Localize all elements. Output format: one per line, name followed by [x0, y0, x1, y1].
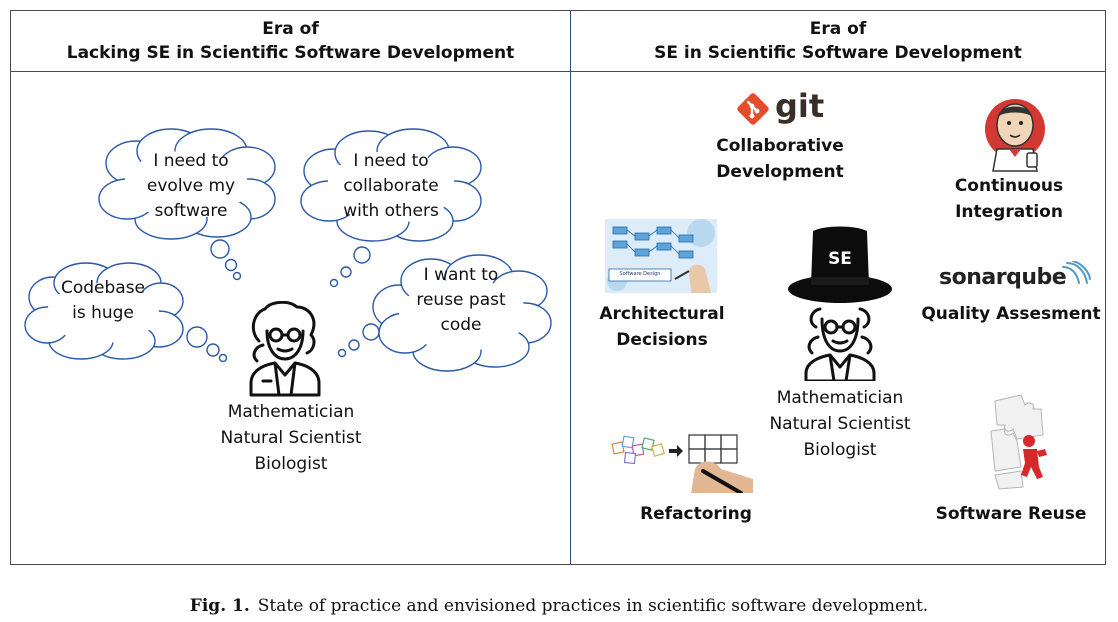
thought-cloud-reuse [337, 254, 552, 372]
practice-collaborative-development: Collaborative Development [695, 133, 865, 185]
git-logo: git [735, 87, 855, 127]
thought-cloud-codebase [24, 262, 228, 363]
cloud-codebase-line2: is huge [72, 303, 134, 323]
cloud-collaborate-line1: I need to [353, 151, 429, 171]
sonar-waves-icon [1062, 261, 1091, 284]
right-panel: Era of SE in Scientific Software Develop… [571, 11, 1105, 564]
cloud-reuse-line3: code [440, 315, 482, 335]
software-design-image: Software Design [605, 219, 717, 293]
figure-caption: Fig. 1. State of practice and envisioned … [0, 596, 1118, 616]
right-panel-header: Era of SE in Scientific Software Develop… [571, 11, 1105, 72]
left-panel-header: Era of Lacking SE in Scientific Software… [11, 11, 570, 72]
continuous-line2: Integration [955, 202, 1063, 222]
git-logo-text: git [775, 87, 825, 125]
cloud-text-evolve: I need to evolve my software [121, 149, 261, 224]
cloud-text-codebase: Codebase is huge [43, 276, 163, 326]
cloud-collaborate-line3: with others [343, 201, 439, 221]
top-hat-icon [788, 226, 892, 303]
left-panel: Era of Lacking SE in Scientific Software… [11, 11, 571, 564]
cloud-evolve-line3: software [154, 201, 228, 221]
figure-frame: Era of Lacking SE in Scientific Software… [10, 10, 1106, 565]
collaborative-line1: Collaborative [716, 136, 844, 156]
puzzle-reuse-icon [990, 394, 1047, 490]
architectural-line2: Decisions [616, 330, 708, 350]
architectural-line1: Architectural [599, 304, 725, 324]
thought-cloud-collaborate [300, 128, 482, 288]
cloud-evolve-line2: evolve my [146, 176, 236, 196]
thought-clouds [24, 128, 552, 372]
cloud-text-collaborate: I need to collaborate with others [321, 149, 461, 224]
practice-architectural-decisions: Architectural Decisions [587, 301, 737, 353]
left-person-line1: Mathematician [227, 402, 355, 422]
left-person-line3: Biologist [254, 454, 328, 474]
flowchart-icon [605, 219, 717, 293]
cloud-collaborate-line2: collaborate [343, 176, 439, 196]
git-diamond-icon [737, 93, 769, 125]
cloud-reuse-line2: reuse past [416, 290, 506, 310]
right-header-line1: Era of [809, 19, 867, 39]
practice-refactoring: Refactoring [640, 504, 752, 524]
sonarqube-logo: sonarqube [939, 261, 1091, 295]
left-person-line2: Natural Scientist [220, 428, 362, 448]
left-header-line1: Era of [262, 19, 319, 39]
right-person-line3: Biologist [803, 440, 877, 460]
right-header-line2: SE in Scientific Software Development [654, 43, 1022, 63]
practice-software-reuse: Software Reuse [935, 504, 1087, 524]
left-header-line2: Lacking SE in Scientific Software Develo… [66, 43, 515, 63]
software-design-label: Software Design [619, 271, 661, 277]
practice-continuous-integration: Continuous Integration [929, 173, 1089, 225]
right-person-line1: Mathematician [776, 388, 904, 408]
continuous-line1: Continuous [954, 176, 1064, 196]
left-person-label: Mathematician Natural Scientist Biologis… [191, 399, 391, 477]
cloud-reuse-line1: I want to [423, 265, 499, 285]
thought-cloud-evolve [98, 128, 276, 281]
collaborative-line2: Development [716, 162, 844, 182]
caption-label: Fig. 1. [189, 596, 250, 616]
practice-quality-assessment: Quality Assesment [921, 304, 1101, 324]
scientist-se-icon [804, 307, 876, 381]
hat-text: SE [828, 249, 852, 269]
right-person-line2: Natural Scientist [769, 414, 911, 434]
jenkins-icon [985, 99, 1045, 172]
caption-text: State of practice and envisioned practic… [257, 596, 929, 616]
cloud-text-reuse: I want to reuse past code [396, 263, 526, 338]
sonarqube-logo-text: sonarqube [939, 265, 1067, 290]
scientist-icon [249, 301, 321, 397]
cloud-codebase-line1: Codebase [60, 278, 146, 298]
right-person-label: Mathematician Natural Scientist Biologis… [740, 385, 940, 463]
cloud-evolve-line1: I need to [153, 151, 229, 171]
refactoring-icon [611, 434, 753, 493]
